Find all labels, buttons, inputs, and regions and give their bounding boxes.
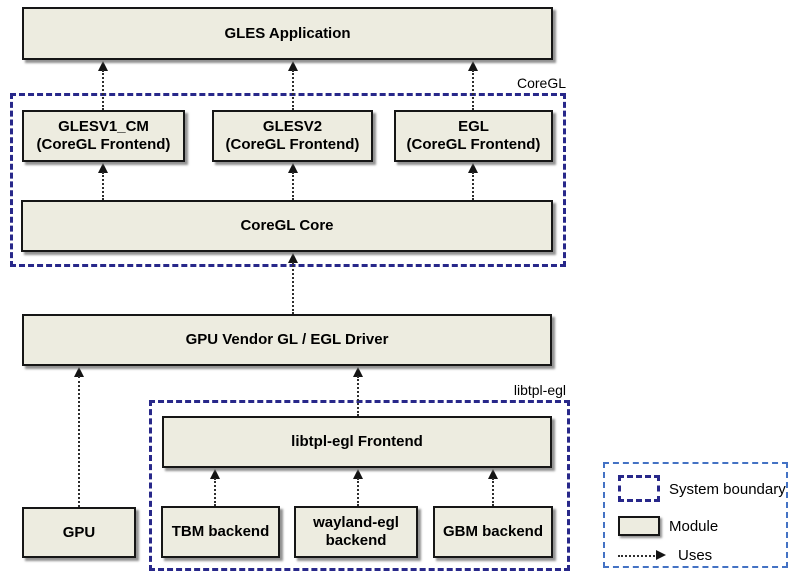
uses-arrow-core-to-glesv1 xyxy=(98,163,108,200)
uses-arrow-tbm-to-frontend xyxy=(210,469,220,506)
legend-module-label: Module xyxy=(669,518,719,535)
uses-arrow-driver-to-core xyxy=(288,253,298,314)
module-sublabel: (CoreGL Frontend) xyxy=(36,136,171,153)
arrow-shaft xyxy=(102,172,104,200)
legend-uses-arrow-icon xyxy=(618,550,666,561)
arrowhead-icon xyxy=(210,469,220,479)
module-gbm-backend: GBM backend xyxy=(433,506,553,558)
arrowhead-icon xyxy=(288,253,298,263)
module-label: wayland-egl xyxy=(313,514,399,531)
module-coregl-core: CoreGL Core xyxy=(21,200,553,252)
arrowhead-icon xyxy=(468,163,478,173)
module-label: GLES Application xyxy=(224,24,351,42)
uses-arrow-gbm-to-frontend xyxy=(488,469,498,506)
arrowhead-icon xyxy=(353,469,363,479)
legend-system-boundary-label: System boundary xyxy=(669,481,786,498)
module-label: GPU xyxy=(62,523,96,541)
arrowhead-icon xyxy=(288,61,298,71)
arrowhead-icon xyxy=(98,61,108,71)
module-label: GBM backend xyxy=(442,523,544,540)
module-gpu: GPU xyxy=(22,507,136,558)
uses-arrow-core-to-glesv2 xyxy=(288,163,298,200)
arrow-shaft xyxy=(292,262,294,314)
module-label: TBM backend xyxy=(171,523,270,540)
module-label: EGL xyxy=(458,118,489,135)
arrow-shaft xyxy=(214,478,216,506)
module-label: GPU Vendor GL / EGL Driver xyxy=(185,331,389,348)
arrow-shaft xyxy=(472,172,474,200)
module-sublabel: backend xyxy=(325,532,387,549)
arrowhead-icon xyxy=(488,469,498,479)
arrow-shaft xyxy=(102,70,104,110)
module-egl: EGL (CoreGL Frontend) xyxy=(394,110,553,162)
module-libtpl-egl-frontend: libtpl-egl Frontend xyxy=(162,416,552,468)
arrow-shaft xyxy=(357,478,359,506)
uses-arrow-egl-to-app xyxy=(468,61,478,110)
module-gles-application: GLES Application xyxy=(22,7,553,60)
legend-system-boundary-swatch xyxy=(618,475,660,502)
system-boundary-libtpl-egl-label: libtpl-egl xyxy=(513,382,566,398)
uses-arrow-gpu-to-driver xyxy=(74,367,84,507)
module-tbm-backend: TBM backend xyxy=(161,506,280,558)
system-boundary-libtpl-egl xyxy=(149,400,570,571)
module-sublabel: (CoreGL Frontend) xyxy=(225,136,360,153)
arrowhead-icon xyxy=(288,163,298,173)
legend-module-swatch xyxy=(618,516,660,536)
module-label: GLESV2 xyxy=(262,118,323,135)
module-gpu-vendor-driver: GPU Vendor GL / EGL Driver xyxy=(22,314,552,366)
arrowhead-icon xyxy=(353,367,363,377)
arrow-shaft xyxy=(292,172,294,200)
uses-arrow-glesv1-to-app xyxy=(98,61,108,110)
module-label: GLESV1_CM xyxy=(58,118,149,135)
arrow-shaft xyxy=(292,70,294,110)
arrow-shaft xyxy=(618,555,658,557)
module-label: libtpl-egl Frontend xyxy=(291,433,423,450)
module-glesv1-cm: GLESV1_CM (CoreGL Frontend) xyxy=(22,110,185,162)
uses-arrow-wayland-to-frontend xyxy=(353,469,363,506)
arrowhead-icon xyxy=(74,367,84,377)
arrowhead-icon xyxy=(98,163,108,173)
system-boundary-coregl xyxy=(10,93,566,267)
legend-uses-label: Uses xyxy=(678,547,713,564)
system-boundary-coregl-label: CoreGL xyxy=(516,75,566,91)
arrow-shaft xyxy=(492,478,494,506)
module-sublabel: (CoreGL Frontend) xyxy=(406,136,541,153)
arrowhead-icon xyxy=(656,550,666,560)
arrowhead-icon xyxy=(468,61,478,71)
uses-arrow-glesv2-to-app xyxy=(288,61,298,110)
arrow-shaft xyxy=(78,376,80,507)
arrow-shaft xyxy=(357,376,359,416)
module-glesv2: GLESV2 (CoreGL Frontend) xyxy=(212,110,373,162)
module-wayland-egl-backend: wayland-egl backend xyxy=(294,506,418,558)
module-label: CoreGL Core xyxy=(240,217,334,234)
uses-arrow-frontend-to-driver xyxy=(353,367,363,416)
uses-arrow-core-to-egl xyxy=(468,163,478,200)
arrow-shaft xyxy=(472,70,474,110)
legend: System boundary Module Uses xyxy=(603,462,788,568)
